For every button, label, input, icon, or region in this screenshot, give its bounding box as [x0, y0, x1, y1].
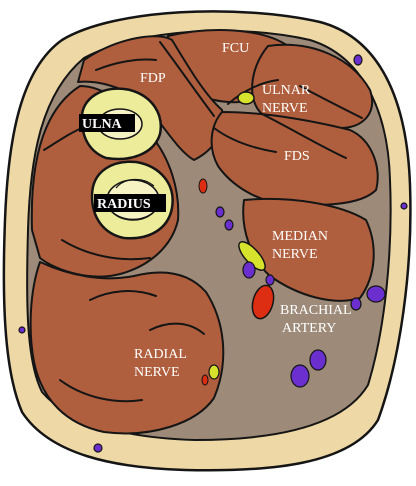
label-brachial-artery-line2: ARTERY — [282, 321, 336, 336]
vein-shape — [266, 275, 274, 285]
vein-shape — [291, 365, 309, 387]
vein-shape — [367, 286, 385, 302]
vein-shape — [243, 262, 255, 278]
label-median-nerve-line1: MEDIAN — [272, 229, 328, 244]
label-brachial-artery-line1: BRACHIAL — [280, 303, 352, 318]
vein-shape — [94, 444, 102, 452]
vein-shape — [351, 298, 361, 310]
vein-shape — [216, 207, 224, 217]
vein-shape — [401, 203, 407, 209]
small-artery-shape — [202, 375, 208, 385]
label-radial-nerve-line1: RADIAL — [134, 347, 187, 362]
label-fdp: FDP — [140, 71, 166, 86]
vein-shape — [19, 327, 25, 333]
label-radius: RADIUS — [97, 197, 151, 212]
label-ulna: ULNA — [82, 117, 123, 132]
muscle-radial-region — [31, 262, 224, 433]
label-fds: FDS — [284, 149, 310, 164]
radial-nerve-shape — [209, 365, 219, 379]
label-ulnar-nerve-line1: ULNAR — [262, 83, 311, 98]
vein-shape — [310, 350, 326, 370]
vein-shape — [225, 220, 233, 230]
ulnar-nerve-shape — [238, 92, 254, 104]
label-fcu: FCU — [222, 41, 249, 56]
label-median-nerve-line2: NERVE — [272, 247, 318, 262]
vein-shape — [354, 55, 362, 65]
small-artery-shape — [199, 179, 207, 193]
label-ulnar-nerve-line2: NERVE — [262, 101, 308, 116]
label-radial-nerve-line2: NERVE — [134, 365, 180, 380]
